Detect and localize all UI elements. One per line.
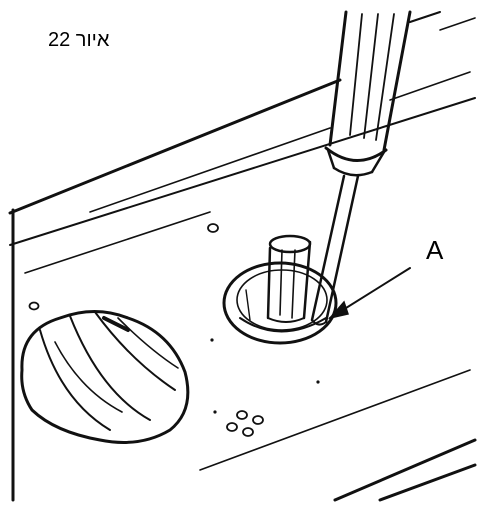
callout-label: A [426,235,444,265]
control-knob-icon [20,310,190,444]
surface-holes [28,223,320,414]
figure-caption: איור 22 [48,29,110,51]
vent-holes [226,410,264,437]
screwdriver-icon [310,10,412,326]
panel-lines [8,11,477,502]
callout-arrow [327,267,411,320]
valve-spindle [266,234,312,323]
